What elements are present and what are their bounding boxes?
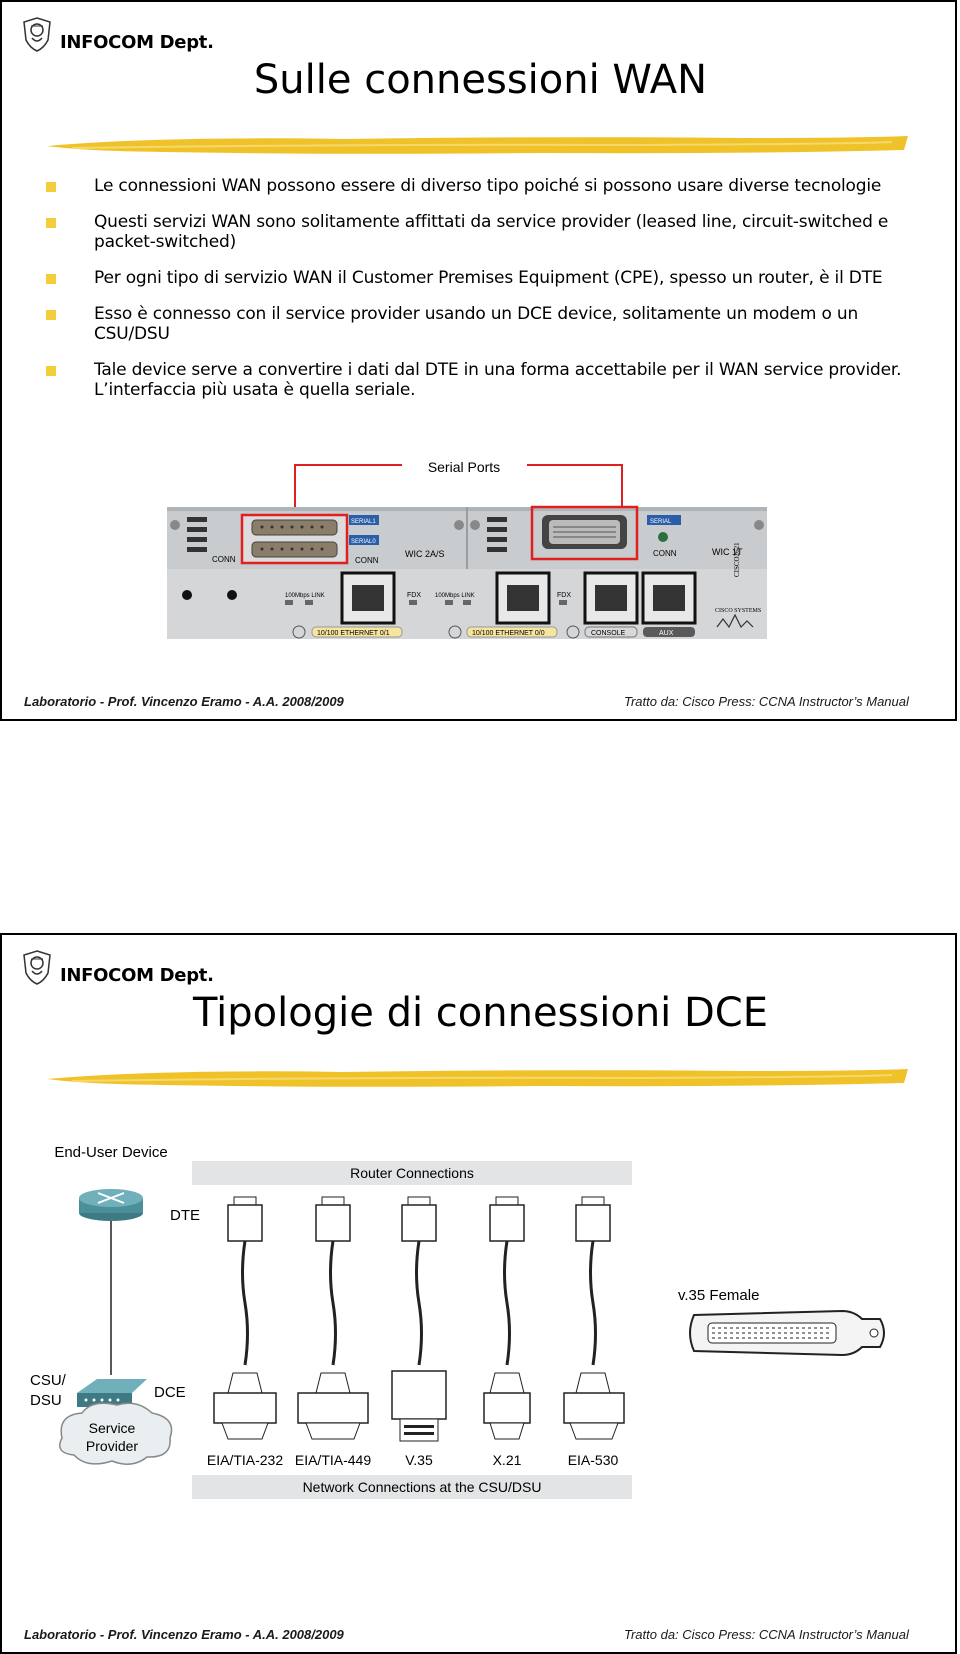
cable-eia-tia-449 — [297, 1196, 369, 1440]
bullet-item: Questi servizi WAN sono solitamente affi… — [46, 212, 906, 252]
footer-source: Tratto da: Cisco Press: CCNA Instructor’… — [624, 694, 909, 709]
bullet-item: Per ogni tipo di servizio WAN il Custome… — [46, 268, 906, 288]
university-crest-icon — [23, 950, 51, 985]
university-crest-icon — [23, 17, 51, 52]
v35-female-label: v.35 Female — [678, 1287, 759, 1304]
connector-label: EIA/TIA-232 — [207, 1452, 283, 1468]
dte-label: DTE — [170, 1207, 200, 1224]
slide-title: Sulle connessioni WAN — [253, 57, 708, 103]
router-connections-label: Router Connections — [350, 1165, 474, 1181]
csu-dsu-label: CSU/DSU — [30, 1372, 67, 1409]
bullet-item: Esso è connesso con il service provider … — [46, 304, 906, 344]
cable-eia-530 — [563, 1196, 625, 1440]
network-connections-label: Network Connections at the CSU/DSU — [303, 1479, 542, 1495]
svg-text:FDX: FDX — [407, 592, 421, 599]
svg-text:CONSOLE: CONSOLE — [591, 630, 626, 637]
svg-text:CONN: CONN — [355, 556, 379, 565]
footer-author: Laboratorio - Prof. Vincenzo Eramo - A.A… — [24, 694, 344, 709]
bullet-item: Tale device serve a convertire i dati da… — [46, 360, 906, 400]
dce-label: DCE — [154, 1384, 186, 1401]
svg-text:CONN: CONN — [212, 555, 236, 564]
connector-label: X.21 — [493, 1452, 522, 1468]
slide-dce-connection-types: INFOCOM Dept. Tipologie di connessioni D… — [0, 933, 957, 1654]
title-underline-brush — [47, 1069, 908, 1087]
footer-author: Laboratorio - Prof. Vincenzo Eramo - A.A… — [24, 1627, 344, 1642]
svg-text:CISCO2621: CISCO2621 — [733, 542, 741, 577]
svg-text:10/100 ETHERNET 0/0: 10/100 ETHERNET 0/0 — [472, 630, 545, 637]
cable-x21 — [483, 1196, 531, 1440]
end-user-device-label: End-User Device — [54, 1144, 167, 1161]
connector-label: EIA/TIA-449 — [295, 1452, 371, 1468]
svg-text:WIC 2A/S: WIC 2A/S — [405, 549, 445, 559]
cable-v35 — [391, 1196, 447, 1442]
cable-eia-tia-232 — [213, 1196, 277, 1440]
slide-wan-connections: INFOCOM Dept. Sulle connessioni WAN Le c… — [0, 0, 957, 721]
svg-text:100Mbps LINK: 100Mbps LINK — [285, 593, 325, 599]
department-name: INFOCOM Dept. — [60, 965, 214, 986]
router-serial-ports-figure: Serial Ports SERIAL1 SERIAL0 CONN CONN W… — [167, 459, 767, 639]
connector-label: V.35 — [405, 1452, 433, 1468]
footer-source: Tratto da: Cisco Press: CCNA Instructor’… — [624, 1627, 909, 1642]
svg-text:CONN: CONN — [653, 549, 677, 558]
connector-label: EIA-530 — [568, 1452, 619, 1468]
title-underline-brush — [47, 136, 908, 154]
svg-text:10/100 ETHERNET 0/1: 10/100 ETHERNET 0/1 — [317, 630, 390, 637]
svg-text:100Mbps LINK: 100Mbps LINK — [435, 593, 475, 599]
bullet-list: Le connessioni WAN possono essere di div… — [46, 176, 906, 416]
slide-title: Tipologie di connessioni DCE — [192, 990, 769, 1036]
svg-text:WIC 1T: WIC 1T — [712, 547, 743, 557]
svg-text:SERIAL1: SERIAL1 — [351, 519, 376, 525]
svg-text:FDX: FDX — [557, 592, 571, 599]
svg-text:CISCO SYSTEMS: CISCO SYSTEMS — [715, 608, 761, 614]
svg-text:SERIAL: SERIAL — [650, 519, 672, 525]
bullet-item: Le connessioni WAN possono essere di div… — [46, 176, 906, 196]
department-name: INFOCOM Dept. — [60, 32, 214, 53]
svg-text:SERIAL0: SERIAL0 — [351, 539, 376, 545]
svg-text:AUX: AUX — [659, 630, 674, 637]
serial-ports-label: Serial Ports — [428, 459, 500, 475]
